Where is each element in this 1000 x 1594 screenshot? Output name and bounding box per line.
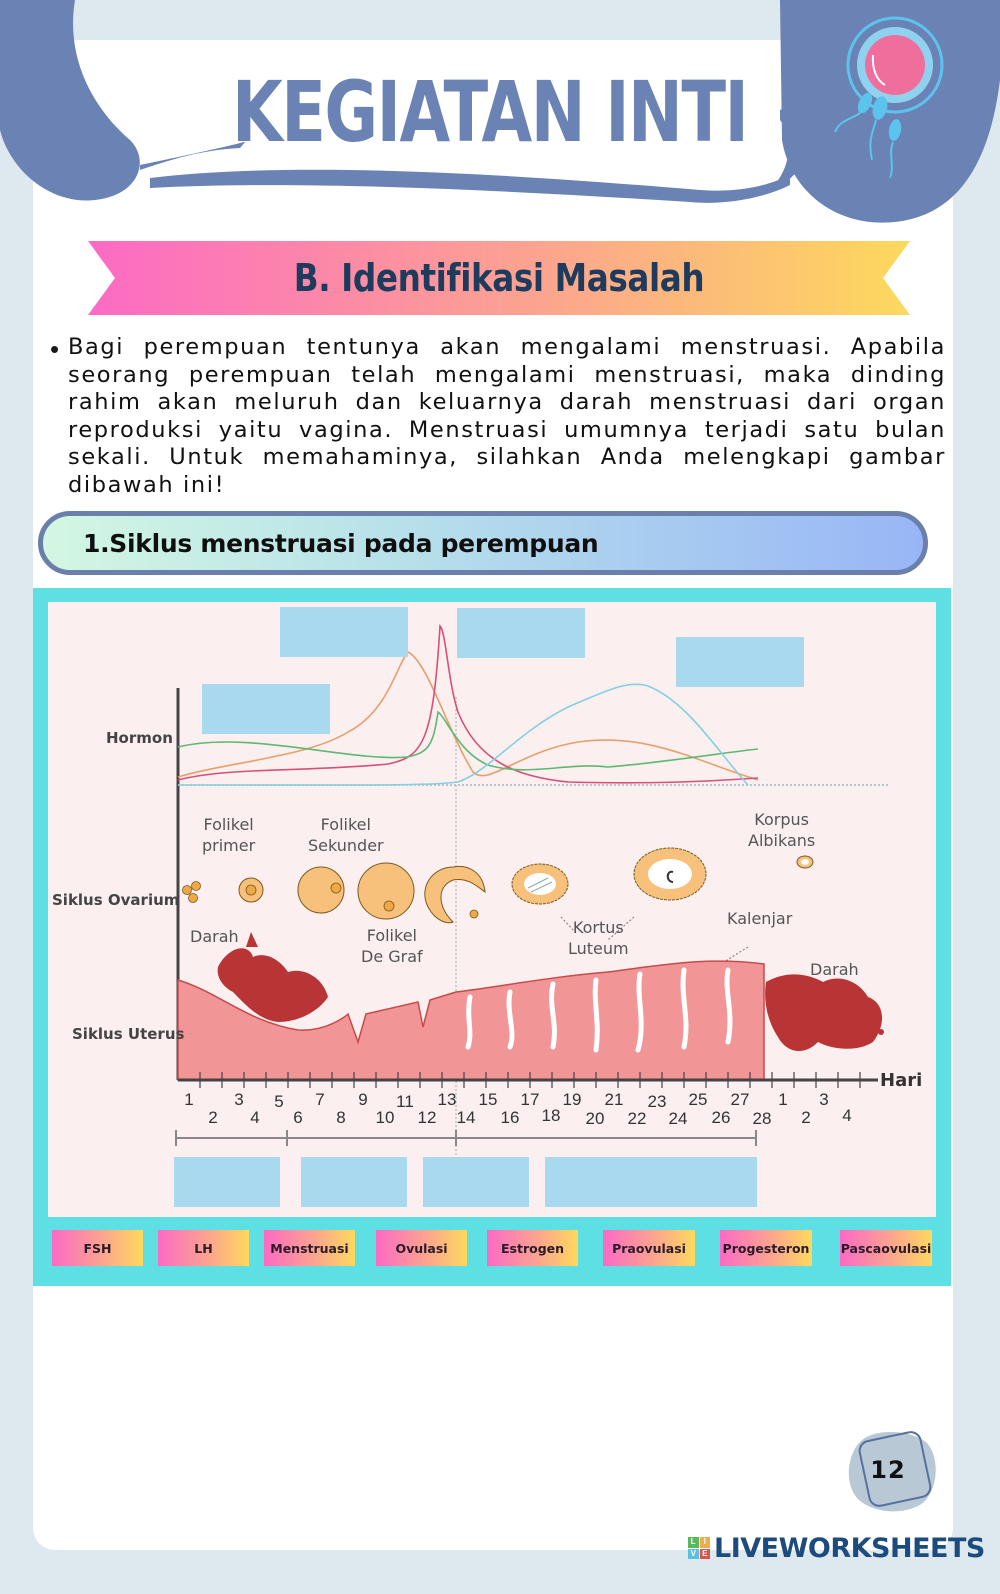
row-label-uterus: Siklus Uterus	[72, 1025, 185, 1043]
phase-drop-box-3[interactable]	[423, 1157, 529, 1207]
phase-drop-box-2[interactable]	[301, 1157, 407, 1207]
chip-praovulasi[interactable]: Praovulasi	[603, 1230, 695, 1266]
label-kortus-luteum: Kortus Luteum	[568, 918, 629, 958]
liveworksheets-logo-icon: L I V E	[688, 1537, 710, 1559]
header-decoration	[0, 0, 1000, 223]
phase-drop-box-1[interactable]	[174, 1157, 280, 1207]
chip-progesteron[interactable]: Progesteron	[720, 1230, 812, 1266]
hormone-drop-box-2[interactable]	[457, 608, 585, 658]
label-folikel-primer: Folikel primer	[202, 815, 256, 855]
hormone-drop-box-1[interactable]	[280, 607, 408, 657]
chip-menstruasi[interactable]: Menstruasi	[264, 1230, 355, 1266]
label-folikel-sekunder: Folikel Sekunder	[308, 815, 384, 855]
label-darah-left: Darah	[190, 927, 239, 946]
liveworksheets-brand[interactable]: L I V E LIVEWORKSHEETS	[688, 1530, 985, 1566]
label-folikel-degraf: Folikel De Graf	[361, 926, 423, 966]
brand-text: LIVEWORKSHEETS	[714, 1532, 985, 1564]
label-darah-right: Darah	[810, 960, 859, 979]
label-korpus-albikans: Korpus Albikans	[748, 810, 816, 850]
page-badge-icon	[848, 1431, 936, 1512]
chip-ovulasi[interactable]: Ovulasi	[376, 1230, 467, 1266]
subsection-header: 1.Siklus menstruasi pada perempuan	[38, 511, 928, 575]
chip-estrogen[interactable]: Estrogen	[487, 1230, 578, 1266]
bullet-icon: •	[50, 334, 60, 364]
page-number: 12	[870, 1456, 906, 1484]
section-ribbon	[88, 241, 910, 315]
intro-text: Bagi perempuan tentunya akan mengalami m…	[68, 334, 946, 498]
menstrual-cycle-diagram: Hormon Siklus Ovarium Siklus Uterus Foli…	[48, 602, 936, 1217]
chip-pascaovulasi[interactable]: Pascaovulasi	[840, 1230, 932, 1266]
chip-lh[interactable]: LH	[158, 1230, 249, 1266]
hormone-drop-box-4[interactable]	[676, 637, 804, 687]
row-label-hormon: Hormon	[106, 729, 173, 747]
axis-label-hari: Hari	[880, 1070, 923, 1091]
subsection-title: 1.Siklus menstruasi pada perempuan	[83, 528, 599, 558]
row-label-ovarium: Siklus Ovarium	[52, 891, 180, 909]
phase-drop-box-4[interactable]	[545, 1157, 757, 1207]
section-title: B. Identifikasi Masalah	[293, 256, 705, 300]
page-title: KEGIATAN INTI	[232, 63, 749, 161]
label-kalenjar: Kalenjar	[727, 909, 793, 928]
cycle-chart	[175, 624, 888, 1157]
chip-fsh[interactable]: FSH	[52, 1230, 143, 1266]
hormone-drop-box-3[interactable]	[202, 684, 330, 734]
